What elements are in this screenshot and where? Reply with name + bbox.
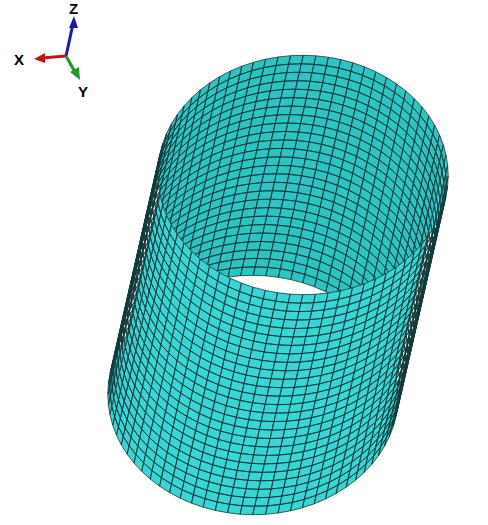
axis-label: Z [69, 1, 78, 16]
outer-surface-mesh [110, 155, 448, 515]
axis-label: Y [78, 84, 88, 99]
x-axis-head [34, 53, 45, 63]
axis-label: X [14, 52, 24, 67]
y-axis-head [70, 67, 80, 80]
y-axis-arrow [66, 56, 75, 72]
z-axis-arrow [66, 24, 73, 56]
z-axis-head [69, 16, 78, 28]
x-axis-arrow [42, 56, 66, 58]
